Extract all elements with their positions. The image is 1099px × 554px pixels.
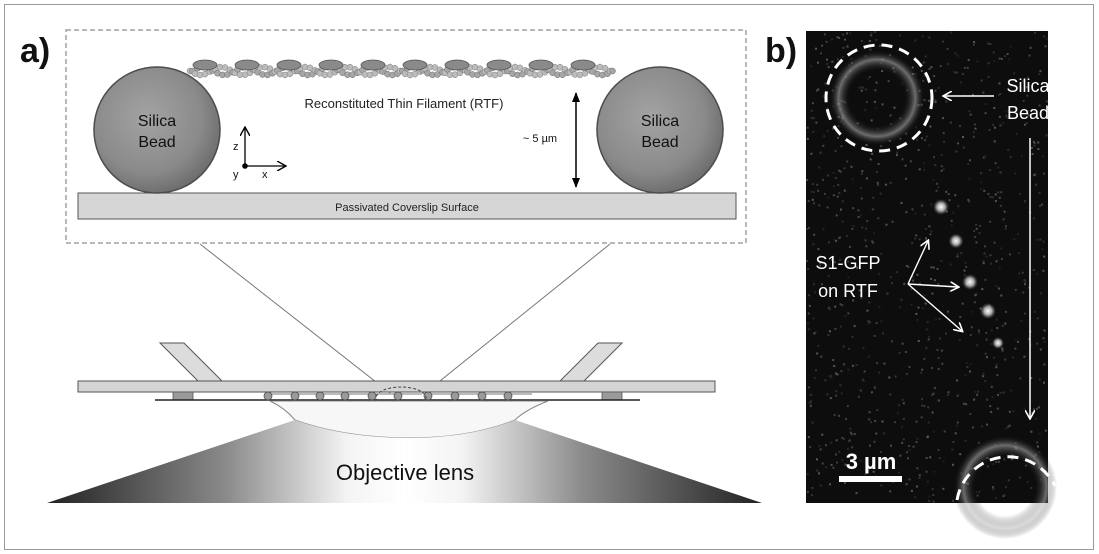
zoom-line-left [199,243,391,394]
myosin-head [318,59,344,71]
outlet-tube [558,342,624,382]
bead-right-text-2: Bead [641,134,678,151]
gfp-spots [933,199,1004,349]
bead-glow-bottom [953,435,1057,539]
surface-label: Passivated Coverslip Surface [335,202,479,214]
panel-b-label: b) [765,32,797,70]
myosin-head [444,59,470,71]
myosin-head [234,59,260,71]
myosin-head [276,59,302,71]
objective-lens-label: Objective lens [336,460,474,485]
myosin-head [486,59,512,71]
gfp-pointer-arrow-2 [907,284,958,287]
panel-a-label: a) [20,32,50,70]
chamber-bead [340,391,350,401]
gfp-spot [948,233,964,249]
chamber-beads [263,391,532,401]
s1-gfp-label-2: on RTF [818,281,878,301]
chamber-bead [263,391,273,401]
bead-glow-top [829,50,925,146]
chamber-bead [315,391,325,401]
silica-bead-label-1: Silica [1006,76,1050,96]
figure-border [4,4,1094,550]
chamber-bead [503,391,513,401]
axis-z-label: z [233,141,239,153]
myosin-head [570,59,596,71]
axis-x-label: x [262,169,268,181]
passivated-surface [77,192,737,220]
zoom-region-ellipse [375,386,427,410]
scale-bar [839,476,902,482]
height-label: ~ 5 µm [523,133,557,145]
flow-chamber [77,342,716,410]
scale-bar-label: 3 µm [846,449,897,474]
reconstituted-thin-filament [186,59,616,79]
bead-right-text-1: Silica [641,113,679,130]
axes-indicator: z y x [233,128,285,181]
gfp-pointer-arrow-3 [907,283,962,331]
objective-lens [47,420,762,503]
chamber-bead [367,391,377,401]
gfp-spot [933,199,949,215]
myosin-head [192,59,218,71]
micrograph-noise [806,31,1048,503]
chamber-bead [450,391,460,401]
spacer-right [601,391,623,401]
zoom-line-right [424,243,611,394]
inlet-tube [158,342,224,382]
chamber-bead [423,391,433,401]
myosin-head [528,59,554,71]
bead-outline-bottom [955,455,1057,501]
myosin-head [402,59,428,71]
silica-bead-left [93,66,221,194]
chamber-bead [477,391,487,401]
gfp-spot [980,303,996,319]
bead-outline-top [824,43,934,153]
myosin-head [360,59,386,71]
chamber-bead [393,391,403,401]
s1-gfp-label-1: S1-GFP [815,253,880,273]
spacer-left [172,391,194,401]
gfp-pointer-arrow-1 [907,241,928,285]
bead-left-text-2: Bead [138,134,175,151]
chamber-top-slide [77,380,716,393]
silica-bead-label-2: Bead [1007,103,1049,123]
filament-label: Reconstituted Thin Filament (RTF) [305,96,504,111]
gfp-spot [962,274,978,290]
bead-left-text-1: Silica [138,113,176,130]
chamber-bead [290,391,300,401]
axis-y-label: y [233,169,239,181]
gfp-spot [992,337,1004,349]
silica-bead-right [596,66,724,194]
